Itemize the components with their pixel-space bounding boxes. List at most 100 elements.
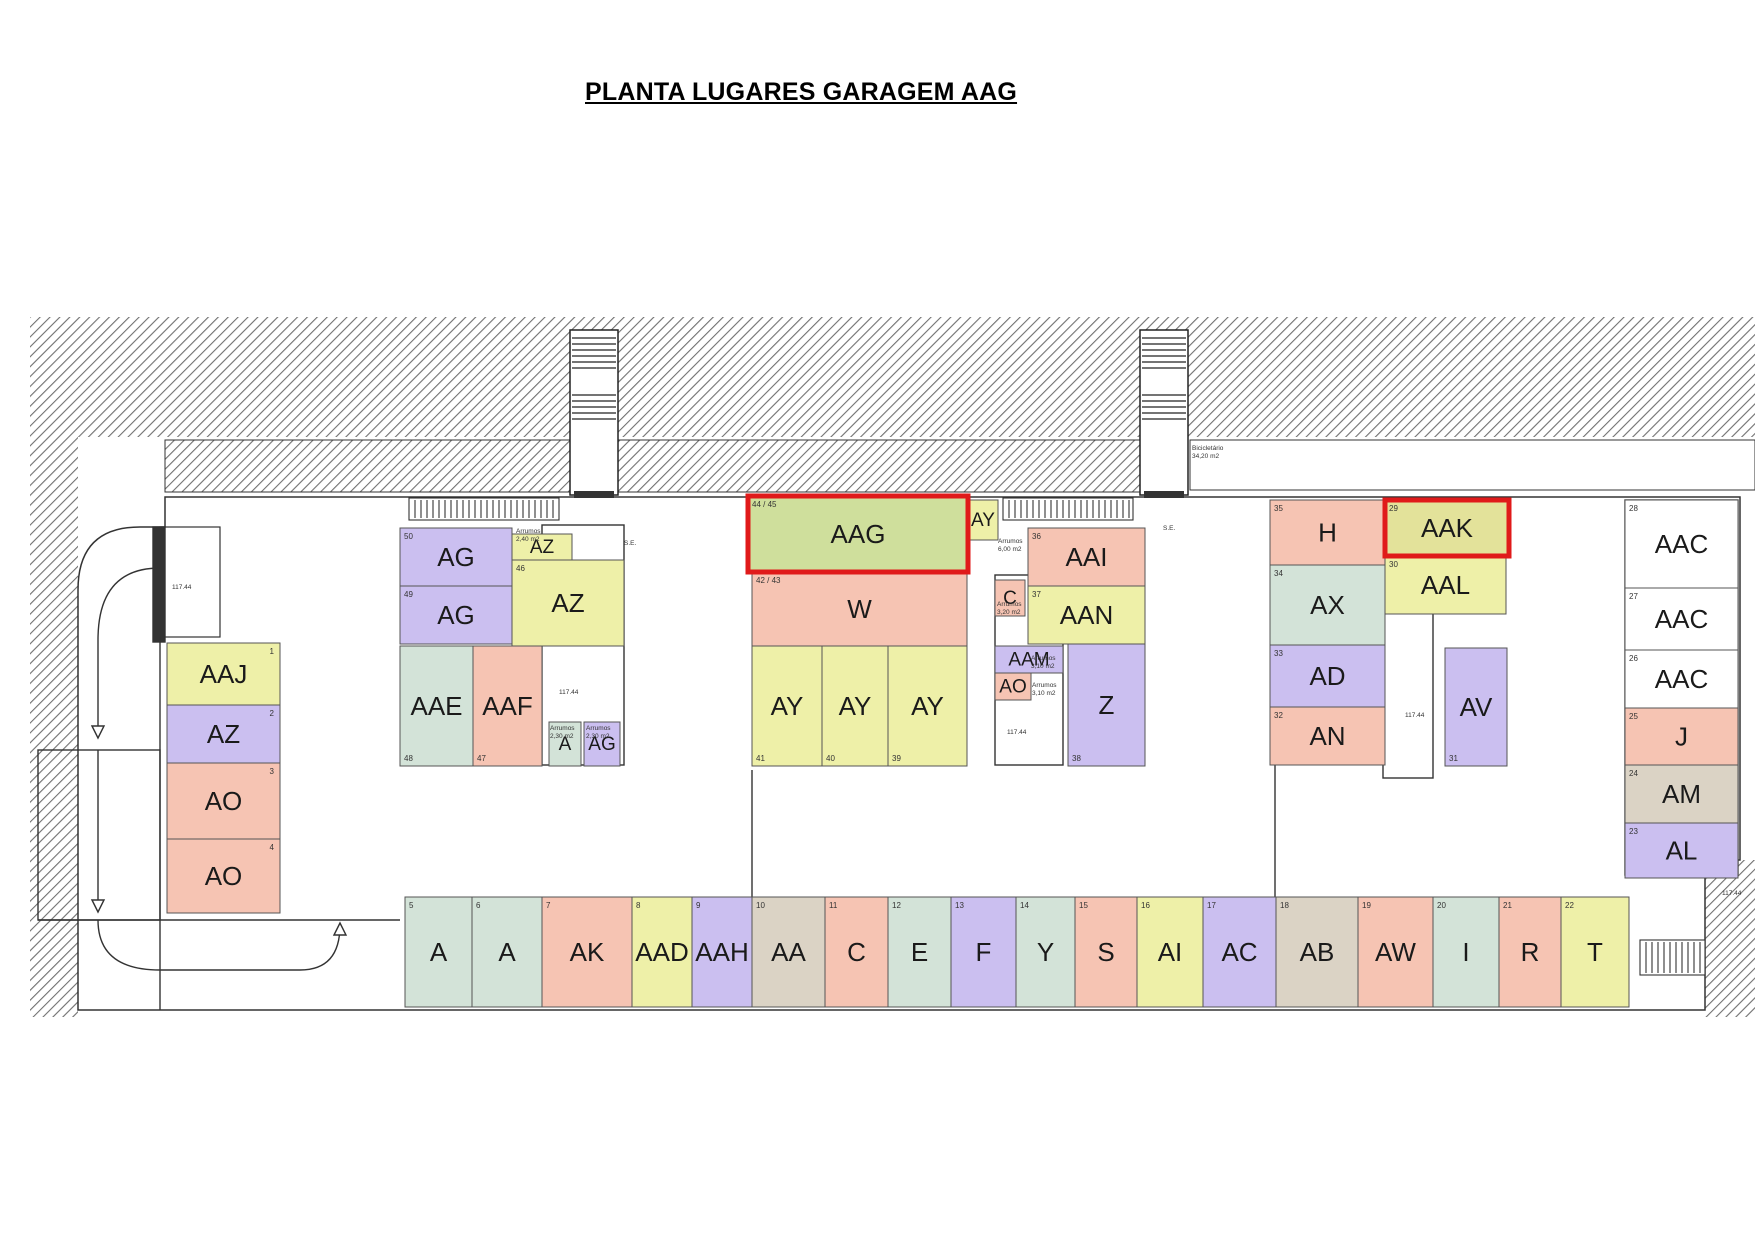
space-number: 47 [477, 754, 486, 763]
space-rect [1357, 896, 1434, 1008]
space-label: AAL [1421, 570, 1470, 600]
parking-space: AN 32 [1269, 706, 1386, 766]
space-rect [1624, 764, 1739, 824]
space-label: AG [437, 600, 475, 630]
annotation-text: 34,20 m2 [1192, 453, 1219, 460]
space-label: E [911, 937, 928, 967]
space-label: AA [771, 937, 806, 967]
space-label: R [1521, 937, 1540, 967]
space-label: AB [1300, 937, 1335, 967]
parking-space: Z38 [1067, 643, 1146, 767]
space-rect [404, 896, 473, 1008]
space-rect [751, 645, 823, 767]
space-label: AY [971, 510, 995, 531]
annotation-text: 117.44 [1405, 712, 1425, 719]
space-rect [166, 762, 281, 840]
space-rect [751, 896, 826, 1008]
space-number: 1 [270, 647, 275, 656]
space-rect [821, 645, 889, 767]
parking-space: AZ 2 [166, 704, 281, 764]
parking-space: AAC 27 [1624, 587, 1739, 651]
space-rect [1624, 822, 1739, 879]
parking-space: I 20 [1432, 896, 1500, 1008]
space-number: 26 [1629, 654, 1638, 663]
space-number: 20 [1437, 901, 1446, 910]
space-number: 29 [1389, 504, 1398, 513]
space-number: 38 [1072, 754, 1081, 763]
space-rect [399, 585, 513, 645]
highlight-border [745, 493, 971, 575]
space-label: AI [1158, 937, 1183, 967]
space-label: A [498, 937, 516, 967]
space-label: AW [1375, 937, 1416, 967]
space-label: AC [1221, 937, 1257, 967]
space-label: AN [1309, 721, 1345, 751]
space-label: AO [205, 861, 243, 891]
space-rect [1624, 587, 1739, 651]
small-stairs [408, 497, 1706, 976]
annotation-text: 117.44 [1007, 729, 1027, 736]
annotation-text: 117.44 [1722, 890, 1742, 897]
space-label: AAI [1066, 542, 1108, 572]
space-label: AAK [1421, 513, 1474, 543]
space-label: T [1587, 937, 1603, 967]
space-rect [1624, 499, 1739, 589]
space-number: 27 [1629, 592, 1638, 601]
space-number: 4 [270, 843, 275, 852]
space-number: 32 [1274, 711, 1283, 720]
space-label: A [430, 937, 448, 967]
space-rect [1027, 585, 1146, 645]
space-label: AM [1662, 779, 1701, 809]
space-rect [994, 579, 1026, 617]
space-label: AY [771, 691, 804, 721]
inner-wall-band [164, 439, 1186, 493]
parking-space: H35 [1269, 499, 1386, 566]
space-number: 37 [1032, 590, 1041, 599]
parking-space: C [994, 579, 1026, 617]
space-number: 14 [1020, 901, 1029, 910]
space-label: AAF [482, 691, 533, 721]
parking-space: W42 / 43 [751, 571, 968, 647]
space-rect [399, 527, 513, 587]
space-rect [471, 896, 543, 1008]
parking-space: AG [583, 721, 621, 767]
annotation-text: 2,40 m2 [516, 536, 540, 543]
space-number: 42 / 43 [756, 576, 781, 585]
space-rect [1269, 644, 1386, 708]
space-label: AX [1310, 590, 1345, 620]
space-number: 24 [1629, 769, 1638, 778]
space-number: 48 [404, 754, 413, 763]
annotation-text: Arrumos [1031, 655, 1056, 662]
space-number: 33 [1274, 649, 1283, 658]
annotation-text: 2,30 m2 [586, 733, 610, 740]
space-number: 2 [270, 709, 275, 718]
space-label: AZ [207, 719, 240, 749]
annotation-text: 3,20 m2 [997, 609, 1021, 616]
space-label: AD [1309, 661, 1345, 691]
space-number: 40 [826, 754, 835, 763]
space-number: 10 [756, 901, 765, 910]
annotation-text: Arrumos [997, 601, 1022, 608]
space-rect [631, 896, 693, 1008]
space-label: AK [570, 937, 605, 967]
space-number: 13 [955, 901, 964, 910]
space-rect [1015, 896, 1076, 1008]
space-rect [1432, 896, 1500, 1008]
space-label: I [1462, 937, 1469, 967]
space-label: J [1675, 722, 1688, 752]
space-rect [1202, 896, 1277, 1008]
space-label: AAC [1655, 604, 1708, 634]
parking-space: Y14 [1015, 896, 1076, 1008]
space-label: AZ [551, 588, 584, 618]
space-number: 16 [1141, 901, 1150, 910]
space-number: 6 [476, 901, 481, 910]
